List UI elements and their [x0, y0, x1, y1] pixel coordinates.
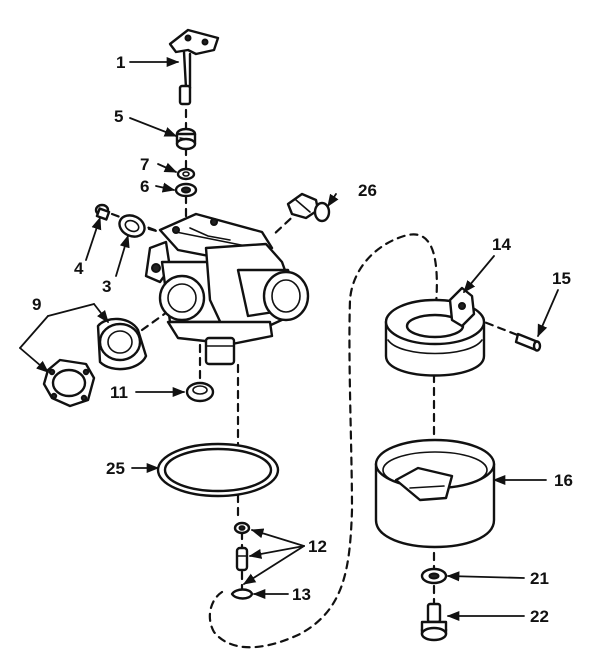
part-3-shutter — [118, 214, 146, 238]
callout-5: 5 — [114, 107, 123, 126]
callout-4: 4 — [74, 259, 84, 278]
part-11-plug — [185, 381, 215, 403]
part-12-hardware — [233, 521, 251, 572]
part-6-oring — [174, 182, 198, 198]
part-7-washer — [176, 167, 196, 181]
part-25-gasket-ring — [156, 442, 280, 498]
leader-lines — [19, 56, 559, 622]
part-21-washer — [420, 567, 448, 585]
callout-26: 26 — [358, 181, 377, 200]
callout-1: 1 — [116, 53, 125, 72]
callout-13: 13 — [292, 585, 311, 604]
callout-7: 7 — [140, 155, 149, 174]
callout-15: 15 — [552, 269, 571, 288]
part-1-bracket — [168, 28, 220, 106]
part-22-nut — [420, 602, 448, 642]
part-9-adapter — [96, 317, 148, 371]
part-5-seat — [175, 127, 197, 151]
callout-25: 25 — [106, 459, 125, 478]
callout-9: 9 — [32, 295, 41, 314]
callout-3: 3 — [102, 277, 111, 296]
callout-11: 11 — [110, 383, 128, 402]
callout-6: 6 — [140, 177, 149, 196]
part-9-gasket — [42, 358, 96, 408]
part-4-screw — [94, 203, 111, 221]
part-16-bowl — [374, 438, 496, 549]
part-15-pin — [514, 332, 542, 352]
callout-22: 22 — [530, 607, 549, 626]
carburetor-body — [144, 212, 310, 366]
part-26-fitting — [286, 192, 331, 223]
callout-14: 14 — [492, 235, 511, 254]
callout-16: 16 — [554, 471, 573, 490]
callout-12: 12 — [308, 537, 327, 556]
callout-labels: 1 5 7 6 26 4 3 9 11 25 12 13 14 15 16 21… — [32, 53, 573, 626]
callout-21: 21 — [530, 569, 549, 588]
part-14-float — [384, 286, 486, 377]
part-13-clip — [230, 588, 254, 600]
